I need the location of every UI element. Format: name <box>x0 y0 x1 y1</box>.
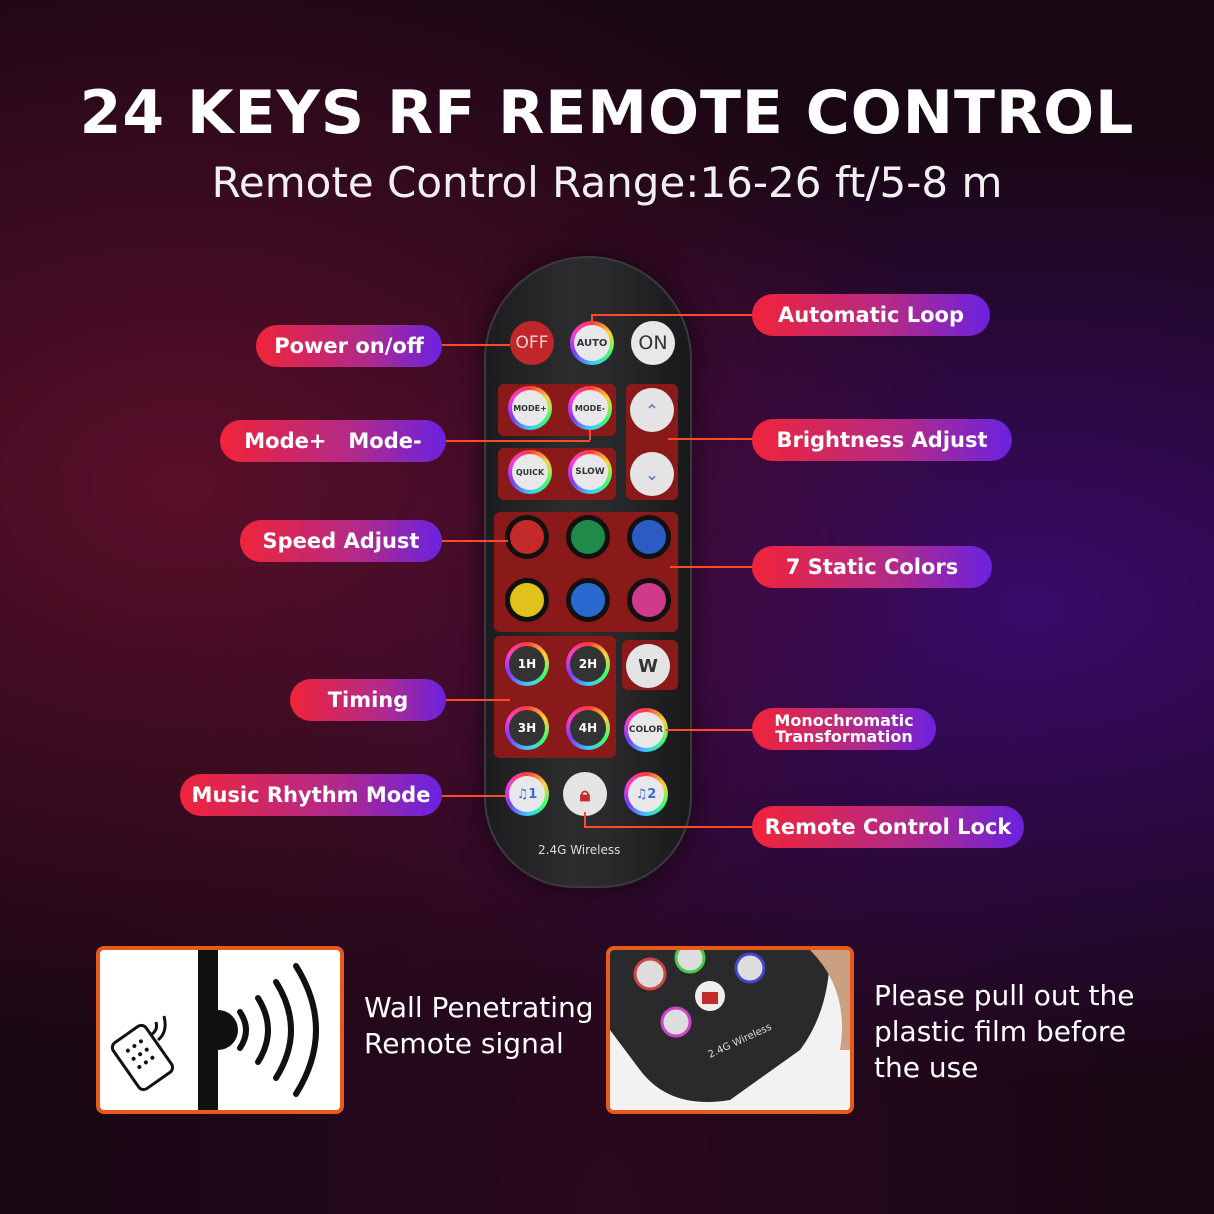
color-transform-label: COLOR <box>628 712 664 748</box>
remote-closeup-icon: 2.4G Wireless <box>610 950 850 1110</box>
timing-connector <box>446 699 510 701</box>
color-transform-button[interactable]: COLOR <box>624 708 668 752</box>
auto-connector <box>592 314 754 316</box>
music2-label: ♫2 <box>628 776 664 812</box>
auto-label: AUTO <box>574 325 610 361</box>
brightness-connector <box>668 438 754 440</box>
mode-minus-button[interactable]: MODE- <box>568 386 612 430</box>
label-power: Power on/off <box>256 325 442 367</box>
wall-penetrating-image <box>96 946 344 1114</box>
wireless-label: 2.4G Wireless <box>538 843 621 857</box>
slow-label: SLOW <box>572 454 608 490</box>
speed-connector <box>442 540 508 542</box>
music1-label: ♫1 <box>509 776 545 812</box>
auto-connector-v <box>591 314 593 324</box>
mode-connector-v <box>589 430 591 440</box>
quick-label: QUICK <box>512 454 548 490</box>
quick-button[interactable]: QUICK <box>508 450 552 494</box>
wall-caption: Wall Penetrating Remote signal <box>364 991 594 1060</box>
page-title: 24 KEYS RF REMOTE CONTROL <box>79 78 1135 148</box>
label-mode: Mode+ Mode- <box>220 420 446 462</box>
label-static-colors: 7 Static Colors <box>752 546 992 588</box>
timer-4h-label: 4H <box>570 710 606 746</box>
lock-button[interactable]: 🔒︎ <box>563 772 607 816</box>
timer-2h-button[interactable]: 2H <box>566 642 610 686</box>
timer-3h-label: 3H <box>509 710 545 746</box>
color-lightblue-button[interactable] <box>566 578 610 622</box>
label-music: Music Rhythm Mode <box>180 774 442 816</box>
music-connector <box>442 795 508 797</box>
timer-2h-label: 2H <box>570 646 606 682</box>
label-mono-line2: Transformation <box>775 727 913 746</box>
color-red-button[interactable] <box>505 515 549 559</box>
film-caption: Please pull out the plastic film before … <box>874 979 1135 1084</box>
chevron-up-icon: ⌃ <box>645 400 659 420</box>
timer-3h-button[interactable]: 3H <box>505 706 549 750</box>
label-mono: Monochromatic Transformation <box>752 708 936 750</box>
label-speed: Speed Adjust <box>240 520 442 562</box>
white-button[interactable]: W <box>626 644 670 688</box>
mode-plus-label: MODE+ <box>512 390 548 426</box>
colors-connector <box>670 566 754 568</box>
label-mono-line1: Monochromatic <box>774 711 914 730</box>
wall-signal-icon <box>110 950 319 1110</box>
brightness-up-button[interactable]: ⌃ <box>630 388 674 432</box>
color-blue-button[interactable] <box>627 515 671 559</box>
page-subtitle: Remote Control Range:16-26 ft/5-8 m <box>211 158 1003 207</box>
music1-button[interactable]: ♫1 <box>505 772 549 816</box>
on-button[interactable]: ON <box>631 321 675 365</box>
label-auto-loop: Automatic Loop <box>752 294 990 336</box>
timer-1h-button[interactable]: 1H <box>505 642 549 686</box>
mode-connector <box>446 440 590 442</box>
mode-plus-button[interactable]: MODE+ <box>508 386 552 430</box>
mono-connector <box>666 729 754 731</box>
color-pink-button[interactable] <box>627 578 671 622</box>
auto-button[interactable]: AUTO <box>570 321 614 365</box>
power-connector <box>440 344 510 346</box>
label-timing: Timing <box>290 679 446 721</box>
lock-icon: 🔒︎ <box>579 782 591 806</box>
timer-4h-button[interactable]: 4H <box>566 706 610 750</box>
label-lock: Remote Control Lock <box>752 806 1024 848</box>
lock-connector-v <box>584 812 586 826</box>
chevron-down-icon: ⌄ <box>645 464 659 484</box>
color-green-button[interactable] <box>566 515 610 559</box>
mode-minus-label: MODE- <box>572 390 608 426</box>
plastic-film-image: 2.4G Wireless <box>606 946 854 1114</box>
music2-button[interactable]: ♫2 <box>624 772 668 816</box>
slow-button[interactable]: SLOW <box>568 450 612 494</box>
timer-1h-label: 1H <box>509 646 545 682</box>
color-yellow-button[interactable] <box>505 578 549 622</box>
off-button[interactable]: OFF <box>510 321 554 365</box>
label-brightness: Brightness Adjust <box>752 419 1012 461</box>
brightness-down-button[interactable]: ⌄ <box>630 452 674 496</box>
lock-connector <box>584 826 754 828</box>
